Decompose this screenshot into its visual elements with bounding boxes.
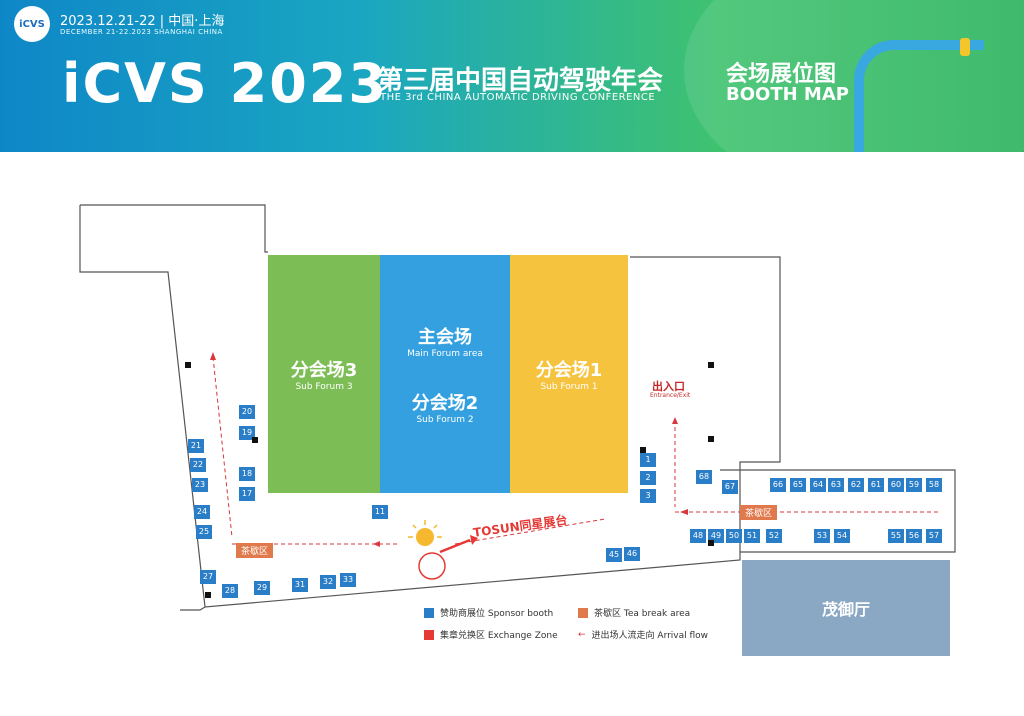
booth-63: 63 (828, 478, 844, 492)
booth-58: 58 (926, 478, 942, 492)
flow-arrow-icon: ← (578, 629, 586, 640)
booth-3: 3 (640, 489, 656, 503)
main-en: Main Forum area (407, 349, 483, 359)
booth-59: 59 (906, 478, 922, 492)
sub2-cn: 分会场2 (411, 393, 479, 414)
header-banner: iCVS 2023.12.21-22 | 中国·上海 DECEMBER 21-2… (0, 0, 1024, 152)
booth-64: 64 (810, 478, 826, 492)
legend-tea: 茶歇区 Tea break area (578, 606, 690, 619)
booth-51: 51 (744, 529, 760, 543)
icvs-logo: iCVS (14, 6, 50, 42)
pillar (708, 540, 714, 546)
booth-2: 2 (640, 471, 656, 485)
legend-sponsor-text: 赞助商展位 Sponsor booth (440, 609, 554, 619)
booth-50: 50 (726, 529, 742, 543)
legend-tea-swatch (578, 607, 588, 618)
booth-27: 27 (200, 570, 216, 584)
booth-31: 31 (292, 578, 308, 592)
legend-flow-text: 进出场人流走向 Arrival flow (591, 631, 709, 641)
pillar (708, 362, 714, 368)
pillar (640, 447, 646, 453)
event-date: 2023.12.21-22 | 中国·上海 (60, 14, 225, 29)
exit-label-cn: 出入口 (652, 380, 685, 393)
booth-23: 23 (192, 478, 208, 492)
road-graphic (854, 40, 984, 152)
booth-67: 67 (722, 480, 738, 494)
sub3-cn: 分会场3 (290, 360, 358, 381)
booth-46: 46 (624, 547, 640, 561)
exit-label-en: Entrance/Exit (650, 392, 691, 399)
sub-forum-3: 分会场3 Sub Forum 3 (268, 255, 380, 493)
sub1-cn: 分会场1 (535, 360, 603, 381)
booth-62: 62 (848, 478, 864, 492)
booth-60: 60 (888, 478, 904, 492)
conference-title-cn: 第三届中国自动驾驶年会 (377, 66, 664, 96)
booth-55: 55 (888, 529, 904, 543)
main-cn: 主会场 (418, 327, 472, 348)
booth-56: 56 (906, 529, 922, 543)
booth-21: 21 (188, 439, 204, 453)
legend-sponsor: 赞助商展位 Sponsor booth (424, 606, 553, 619)
booth-32: 32 (320, 575, 336, 589)
logo-text: iCVS (19, 18, 45, 30)
booth-map-title-en: BOOTH MAP (726, 84, 849, 105)
booth-65: 65 (790, 478, 806, 492)
sub1-en: Sub Forum 1 (540, 382, 598, 392)
booth-18: 18 (239, 467, 255, 481)
booth-57: 57 (926, 529, 942, 543)
maoyu-hall: 茂御厅 (742, 560, 950, 656)
booth-22: 22 (190, 458, 206, 472)
booth-1: 1 (640, 453, 656, 467)
booth-28: 28 (222, 584, 238, 598)
booth-24: 24 (194, 505, 210, 519)
maoyu-label: 茂御厅 (821, 600, 870, 619)
legend-flow: ← 进出场人流走向 Arrival flow (578, 628, 709, 642)
tea-area-right: 茶歇区 (740, 505, 778, 520)
booth-map-title-cn: 会场展位图 (726, 62, 837, 87)
pillar (708, 436, 714, 442)
conference-title-en: THE 3rd CHINA AUTOMATIC DRIVING CONFEREN… (380, 92, 656, 103)
pillar (185, 362, 191, 368)
booth-45: 45 (606, 548, 622, 562)
floor-plan: 分会场3 Sub Forum 3 主会场 Main Forum area 分会场… (0, 152, 1024, 716)
booth-68: 68 (696, 470, 712, 484)
booth-11: 11 (372, 505, 388, 519)
booth-19: 19 (239, 426, 255, 440)
legend-exchange-swatch (424, 629, 434, 640)
booth-66: 66 (770, 478, 786, 492)
booth-33: 33 (340, 573, 356, 587)
booth-29: 29 (254, 581, 270, 595)
pillar (205, 592, 211, 598)
booth-52: 52 (766, 529, 782, 543)
brand-title: iCVS 2023 (62, 52, 388, 115)
legend-exchange: 集章兑换区 Exchange Zone (424, 628, 558, 641)
legend-exchange-text: 集章兑换区 Exchange Zone (440, 631, 558, 641)
tea-area-left: 茶歇区 (236, 543, 274, 558)
booth-48: 48 (690, 529, 706, 543)
sub-forum-1: 分会场1 Sub Forum 1 (510, 255, 628, 493)
booth-17: 17 (239, 487, 255, 501)
booth-54: 54 (834, 529, 850, 543)
sub3-en: Sub Forum 3 (295, 382, 353, 392)
booth-20: 20 (239, 405, 255, 419)
legend-tea-text: 茶歇区 Tea break area (594, 609, 691, 619)
car-icon (960, 38, 970, 56)
event-date-en: DECEMBER 21-22.2023 SHANGHAI CHINA (60, 28, 223, 36)
sub2-en: Sub Forum 2 (416, 415, 474, 425)
booth-53: 53 (814, 529, 830, 543)
booth-25: 25 (196, 525, 212, 539)
booth-61: 61 (868, 478, 884, 492)
pillar (252, 437, 258, 443)
legend-sponsor-swatch (424, 607, 434, 618)
sub-forum-2: 主会场 Main Forum area 分会场2 Sub Forum 2 (380, 255, 510, 493)
booth-49: 49 (708, 529, 724, 543)
